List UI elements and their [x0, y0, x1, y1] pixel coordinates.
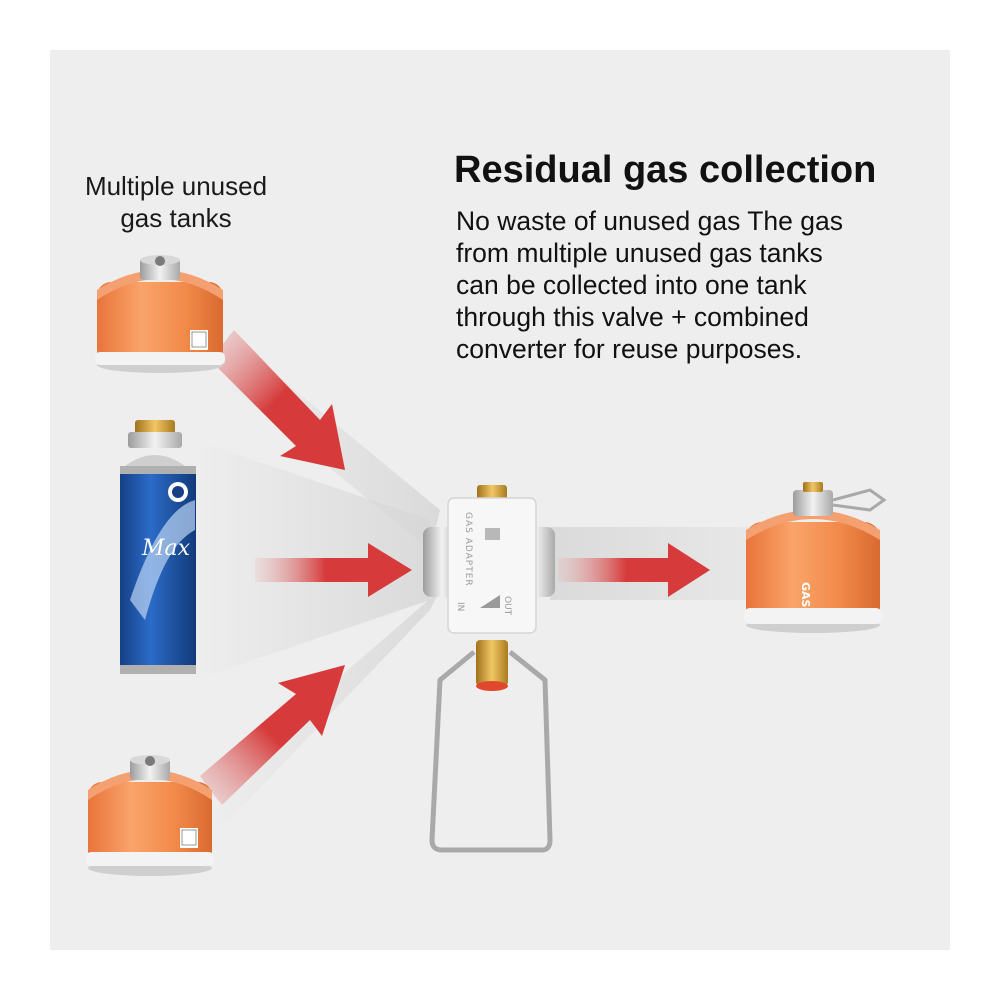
arrow-middle	[255, 543, 412, 597]
svg-text:Max: Max	[141, 536, 191, 561]
gas-adapter-valve: GAS ADAPTER OUT IN	[423, 485, 555, 853]
description: No waste of unused gas The gas from mult…	[456, 205, 936, 365]
description-line-1: No waste of unused gas The gas	[456, 206, 843, 236]
arrow-bottom	[200, 665, 345, 805]
description-line-3: can be collected into one tank	[456, 270, 807, 300]
butane-gas-canister: Max	[120, 420, 196, 674]
adapter-in-text: IN	[455, 602, 465, 611]
arrow-top	[210, 330, 345, 470]
unused-tanks-label-line-2: gas tanks	[120, 203, 232, 233]
page-title: Residual gas collection	[454, 149, 877, 191]
svg-text:GAS: GAS	[799, 582, 812, 608]
adapter-name-text: GAS ADAPTER	[463, 512, 473, 587]
arrow-right	[558, 543, 710, 597]
unused-tanks-label: Multiple unused gas tanks	[50, 170, 302, 234]
orange-gas-canister-top	[95, 255, 225, 373]
orange-gas-canister-right: GAS	[744, 482, 887, 633]
description-line-2: from multiple unused gas tanks	[456, 238, 823, 268]
adapter-out-text: OUT	[502, 596, 512, 616]
description-line-4: through this valve + combined	[456, 302, 809, 332]
description-line-5: converter for reuse purposes.	[456, 334, 803, 364]
orange-gas-canister-bottom	[86, 755, 214, 876]
unused-tanks-label-line-1: Multiple unused	[84, 171, 268, 201]
